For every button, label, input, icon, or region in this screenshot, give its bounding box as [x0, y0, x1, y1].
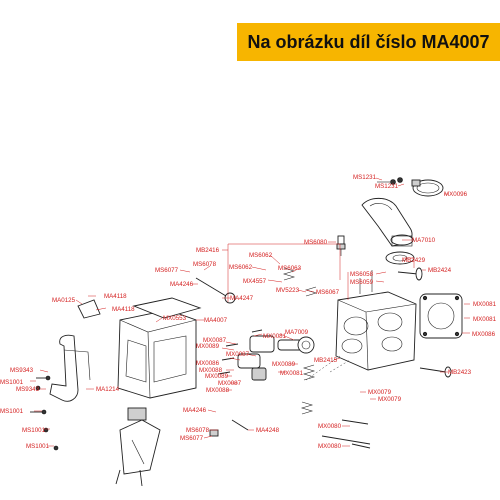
valve-cover [117, 309, 197, 399]
label-mx0089-b: MX0089 [272, 361, 296, 368]
label-mx0086-b: MX0086 [196, 360, 220, 367]
banner-text: Na obrázku díl číslo MA4007 [247, 31, 490, 52]
label-ms9343-a: MS9343 [10, 367, 34, 374]
label-mx0080-b: MX0080 [318, 443, 342, 450]
label-ms6078-a: MS6078 [193, 261, 217, 268]
label-ms6077-a: MS6077 [155, 267, 179, 274]
label-mb2429: MB2429 [402, 257, 426, 264]
label-ms1001-a: MS1001 [0, 379, 24, 386]
label-ms6063: MS6063 [278, 265, 302, 272]
label-mb2416: MB2416 [196, 247, 220, 254]
label-ms9343-b: MS9343 [16, 386, 40, 393]
label-mv5223: MV5223 [276, 287, 300, 294]
clamp-screw [377, 177, 403, 185]
label-mx0553: MX0553 [163, 315, 187, 322]
label-ma0125: MA0125 [52, 297, 76, 304]
label-mx0086-a: MX0086 [472, 331, 496, 338]
label-mx0089-c: MX0089 [205, 373, 229, 380]
label-ma7009: MA7009 [285, 329, 309, 336]
part-number-banner: Na obrázku díl číslo MA4007 [237, 23, 500, 61]
intake-manifold [361, 197, 414, 247]
label-ms6059: MS6059 [350, 279, 374, 286]
camshaft [237, 335, 315, 381]
label-mb2415: MB2415 [314, 357, 338, 364]
label-ms6058: MS6058 [350, 271, 374, 278]
label-ms1001-d: MS1001 [26, 443, 50, 450]
label-mx0080-a: MX0080 [318, 423, 342, 430]
label-ma4118-a: MA4118 [104, 293, 127, 300]
label-mx0087-c: MX0087 [218, 380, 242, 387]
valve [397, 267, 423, 281]
valve-springs [282, 267, 318, 415]
label-ma4247: MA4247 [230, 295, 254, 302]
label-mb2423: MB2423 [448, 369, 472, 376]
cylinder-head [335, 270, 417, 371]
label-mx0081-c: MX0081 [263, 333, 287, 340]
leader-lines [30, 177, 470, 447]
breather-hose [49, 334, 91, 402]
label-ma1214: MA1214 [96, 386, 120, 393]
label-ms6067: MS6067 [316, 289, 340, 296]
label-ma4248: MA4248 [256, 427, 280, 434]
label-ms6078-b: MS6078 [186, 427, 210, 434]
label-mx0079-a: MX0079 [368, 389, 392, 396]
label-ms1231-a: MS1231 [353, 174, 377, 181]
label-ma4246-a: MA4246 [170, 281, 194, 288]
label-mx0088-b: MX0088 [206, 387, 230, 394]
label-ma4118-b: MA4118 [112, 306, 135, 313]
intake-clamp [411, 179, 444, 197]
label-mx0087-b: MX0087 [226, 351, 250, 358]
label-mx0079-b: MX0079 [378, 396, 402, 403]
spark-plug [336, 235, 346, 256]
label-mb2424: MB2424 [428, 267, 452, 274]
label-ms6077-b: MS6077 [180, 435, 204, 442]
label-ms6062-b: MS6062 [229, 264, 253, 271]
hose-clamp [77, 299, 101, 319]
label-ms6080: MS6080 [304, 239, 328, 246]
label-mx0087-a: MX0087 [203, 337, 227, 344]
label-mx0081-b: MX0081 [473, 316, 497, 323]
label-mx0089-a: MX0089 [196, 343, 220, 350]
part-labels: MS1231 MS1231 MX0096 MS6080 MA7010 MB241… [0, 174, 497, 450]
label-ms1001-b: MS1001 [0, 408, 24, 415]
head-gasket [419, 293, 463, 339]
cover-gasket [132, 297, 202, 319]
label-ma4007: MA4007 [204, 317, 228, 324]
label-mx0096: MX0096 [444, 191, 468, 198]
label-mx0088-a: MX0088 [199, 367, 223, 374]
label-ma4246-b: MA4246 [183, 407, 207, 414]
label-ms1231-b: MS1231 [375, 183, 399, 190]
label-ms6062-a: MS6062 [249, 252, 273, 259]
label-ma7010: MA7010 [412, 237, 436, 244]
label-mx0081-a: MX0081 [473, 301, 497, 308]
label-mx4557: MX4557 [243, 278, 267, 285]
lower-bracket [115, 407, 161, 487]
label-ms1001-c: MS1001 [22, 427, 46, 434]
label-mx0081-d: MX0081 [280, 370, 304, 377]
head-studs [305, 355, 371, 449]
